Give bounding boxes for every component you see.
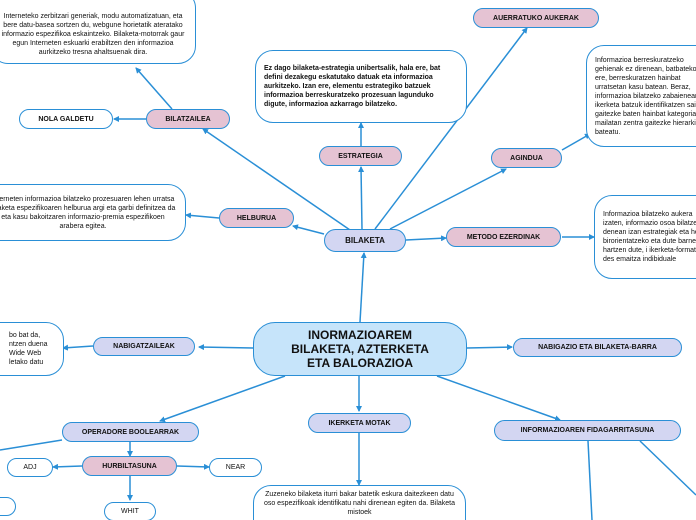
node-label: AGINDUA (510, 154, 543, 162)
node-label: ESTRATEGIA (338, 152, 383, 160)
node-metodo-ezerdinak[interactable]: METODO EZERDINAK (446, 227, 561, 247)
node-nabigazio-bilaketa-barra[interactable]: NABIGAZIO ETA BILAKETA-BARRA (513, 338, 682, 357)
node-label: AUERRATUKO AUKERAK (493, 14, 579, 22)
node-near[interactable]: NEAR (209, 458, 262, 477)
node-label: BILATZAILEA (165, 115, 211, 123)
note-text: bo bat da, ntzen duena Wide Web letako d… (9, 332, 48, 366)
note-bilatzailea: Interneteko zerbitzari generiak, modu au… (0, 0, 196, 64)
node-label: NABIGAZIO ETA BILAKETA-BARRA (538, 344, 657, 351)
node-informazioaren-fidagarritasuna[interactable]: INFORMAZIOAREN FIDAGARRITASUNA (494, 420, 681, 441)
note-text: Ez dago bilaketa-estrategia unibertsalik… (264, 65, 441, 108)
node-partial-left[interactable] (0, 497, 16, 516)
node-label: NOLA GALDETU (38, 115, 94, 123)
node-label: ADJ (23, 464, 37, 471)
note-helburua: Interneten informazioa bilatzeko prozesu… (0, 184, 186, 241)
node-label: IKERKETA MOTAK (328, 419, 391, 427)
node-label: NEAR (225, 464, 246, 471)
root-topic[interactable]: INORMAZIOAREM BILAKETA, AZTERKETA ETA BA… (253, 322, 467, 376)
note-estrategia: Ez dago bilaketa-estrategia unibertsalik… (255, 50, 467, 123)
node-adj[interactable]: ADJ (7, 458, 53, 477)
note-text: Zuzeneko bilaketa iturri bakar batetik e… (263, 491, 456, 516)
node-operadore-boolearrak[interactable]: OPERADORE BOOLEARRAK (62, 422, 199, 442)
node-label: METODO EZERDINAK (466, 233, 541, 241)
note-metodo: Informazioa bilatzeko aukera izaten, inf… (594, 195, 696, 279)
node-bilatzailea[interactable]: BILATZAILEA (146, 109, 230, 129)
note-text: Informazioa bilatzeko aukera izaten, inf… (603, 211, 696, 263)
note-ikerketa-motak: Zuzeneko bilaketa iturri bakar batetik e… (253, 485, 466, 520)
node-label: INFORMAZIOAREN FIDAGARRITASUNA (520, 427, 655, 434)
node-bilaketa[interactable]: BILAKETA (324, 229, 406, 252)
note-agindua: Informazioa berreskuratzeko gehienak ez … (586, 45, 696, 147)
node-nabigatzaileak[interactable]: NABIGATZAILEAK (93, 337, 195, 356)
node-label: WHIT (121, 508, 139, 515)
note-text: Interneteko zerbitzari generiak, modu au… (1, 13, 185, 56)
node-label: BILAKETA (345, 236, 385, 245)
note-text: Informazioa berreskuratzeko gehienak ez … (595, 56, 696, 136)
node-label: HURBILTASUNA (102, 462, 157, 470)
root-label: INORMAZIOAREM BILAKETA, AZTERKETA ETA BA… (291, 328, 429, 370)
node-label: NABIGATZAILEAK (113, 343, 175, 350)
node-nola-galdetu[interactable]: NOLA GALDETU (19, 109, 113, 129)
node-label: OPERADORE BOOLEARRAK (81, 428, 180, 436)
node-estrategia[interactable]: ESTRATEGIA (319, 146, 402, 166)
node-ikerketa-motak[interactable]: IKERKETA MOTAK (308, 413, 411, 433)
node-agindua[interactable]: AGINDUA (491, 148, 562, 168)
node-auerratuko-aukerak[interactable]: AUERRATUKO AUKERAK (473, 8, 599, 28)
note-nabigatzaileak: bo bat da, ntzen duena Wide Web letako d… (0, 322, 64, 376)
node-helburua[interactable]: HELBURUA (219, 208, 294, 228)
node-hurbiltasuna[interactable]: HURBILTASUNA (82, 456, 177, 476)
node-label: HELBURUA (236, 214, 277, 222)
note-text: Interneten informazioa bilatzeko prozesu… (0, 195, 176, 230)
node-whit[interactable]: WHIT (104, 502, 156, 520)
